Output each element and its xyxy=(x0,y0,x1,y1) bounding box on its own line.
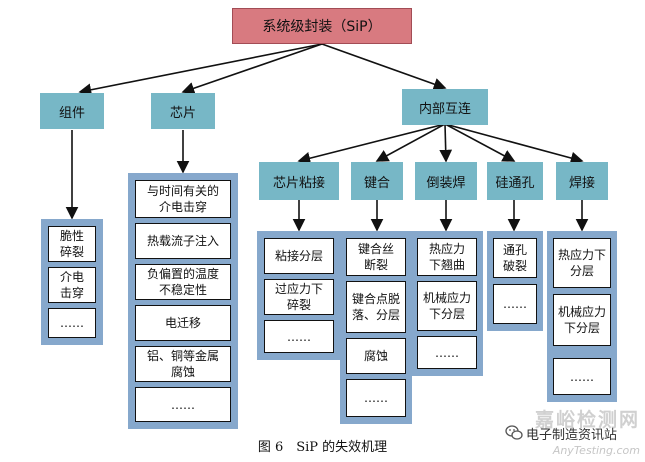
watermark-account: 电子制造资讯站 xyxy=(526,428,618,443)
flip-chip-label: 倒装焊 xyxy=(426,175,466,191)
list-item: 铝、铜等金属 腐蚀 xyxy=(135,346,231,382)
arrow-ic-flipchip xyxy=(439,123,453,163)
root-label: 系统级封装（SiP） xyxy=(262,19,382,35)
node-flip-chip: 倒装焊 xyxy=(415,162,477,200)
node-tsv: 硅通孔 xyxy=(487,162,543,200)
wechat-icon xyxy=(505,424,523,442)
list-item: 脆性 碎裂 xyxy=(48,226,96,262)
arrow-ic-solder xyxy=(444,123,584,165)
list-item: 负偏置的温度 不稳定性 xyxy=(135,264,231,300)
list-item: 电迁移 xyxy=(135,305,231,341)
list-item: 与时间有关的 介电击穿 xyxy=(135,180,231,218)
node-chip: 芯片 xyxy=(151,93,215,129)
list-item: 键合点脱 落、分层 xyxy=(346,281,406,333)
interconnect-label: 内部互连 xyxy=(418,101,471,117)
die-attach-label: 芯片粘接 xyxy=(272,175,325,191)
arrow-ic-bond xyxy=(375,123,446,162)
list-item: …… xyxy=(493,284,537,324)
list-item: 介电 击穿 xyxy=(48,267,96,303)
node-interconnect: 内部互连 xyxy=(402,89,488,125)
list-item: …… xyxy=(417,336,477,369)
node-bond: 键合 xyxy=(351,162,403,200)
root-node: 系统级封装（SiP） xyxy=(232,8,412,44)
node-components: 组件 xyxy=(40,93,104,129)
list-item: 键合丝 断裂 xyxy=(346,238,406,276)
list-item: …… xyxy=(264,320,334,353)
list-item: 机械应力 下分层 xyxy=(553,294,611,346)
arrow-root-chip xyxy=(181,43,323,95)
list-item: …… xyxy=(135,387,231,422)
tsv-label: 硅通孔 xyxy=(495,175,535,191)
list-item: …… xyxy=(346,379,406,417)
list-item: 热应力 下翘曲 xyxy=(417,238,477,276)
list-item: 通孔 破裂 xyxy=(493,238,537,278)
list-item: 腐蚀 xyxy=(346,338,406,374)
list-item: …… xyxy=(553,358,611,395)
node-die-attach: 芯片粘接 xyxy=(259,162,339,200)
list-item: 过应力下 碎裂 xyxy=(264,279,334,315)
list-item: 热应力下 分层 xyxy=(553,238,611,288)
figure-caption: 图 6 SiP 的失效机理 xyxy=(257,440,388,455)
solder-label: 焊接 xyxy=(568,175,595,191)
chip-label: 芯片 xyxy=(169,105,196,121)
arrow-root-components xyxy=(78,43,323,97)
arrow-root-interconnect xyxy=(321,43,447,91)
components-label: 组件 xyxy=(58,105,85,121)
list-item: …… xyxy=(48,308,96,338)
node-solder: 焊接 xyxy=(556,162,608,200)
arrow-ic-dieattach xyxy=(297,123,446,165)
list-item: 粘接分层 xyxy=(264,238,334,274)
list-item: 热载流子注入 xyxy=(135,223,231,259)
bond-label: 键合 xyxy=(363,175,390,191)
watermark-site: 嘉峪检测网 xyxy=(534,409,640,431)
arrow-ic-tsv xyxy=(444,123,516,162)
watermark-url: AnyTesting.com xyxy=(552,444,640,457)
list-item: 机械应力 下分层 xyxy=(417,281,477,331)
